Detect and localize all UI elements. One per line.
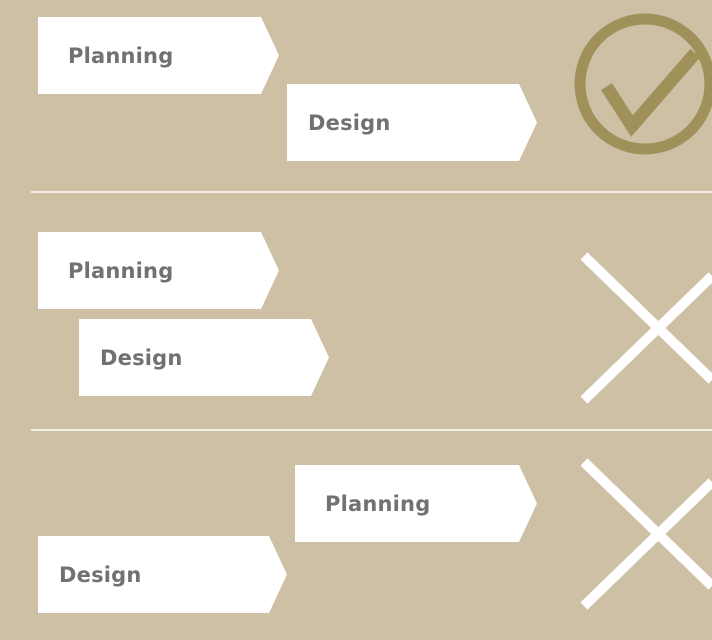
design-arrow: Design: [79, 319, 329, 396]
cross-icon: [576, 456, 712, 612]
design-arrow: Design: [38, 536, 287, 613]
sequence-row-reversed: Planning Design: [0, 432, 712, 640]
design-label: Design: [100, 345, 183, 370]
row-divider: [31, 429, 712, 431]
planning-label: Planning: [68, 258, 174, 283]
sequence-row-correct: Planning Design: [0, 0, 712, 192]
sequence-row-overlap: Planning Design: [0, 194, 712, 430]
planning-label: Planning: [325, 491, 431, 516]
design-label: Design: [59, 562, 142, 587]
planning-arrow: Planning: [295, 465, 537, 542]
cross-icon: [576, 250, 712, 406]
planning-label: Planning: [68, 43, 174, 68]
design-arrow: Design: [287, 84, 537, 161]
checkmark-icon: [570, 4, 712, 164]
row-divider: [31, 191, 712, 193]
planning-arrow: Planning: [38, 17, 279, 94]
design-label: Design: [308, 110, 391, 135]
planning-arrow: Planning: [38, 232, 279, 309]
